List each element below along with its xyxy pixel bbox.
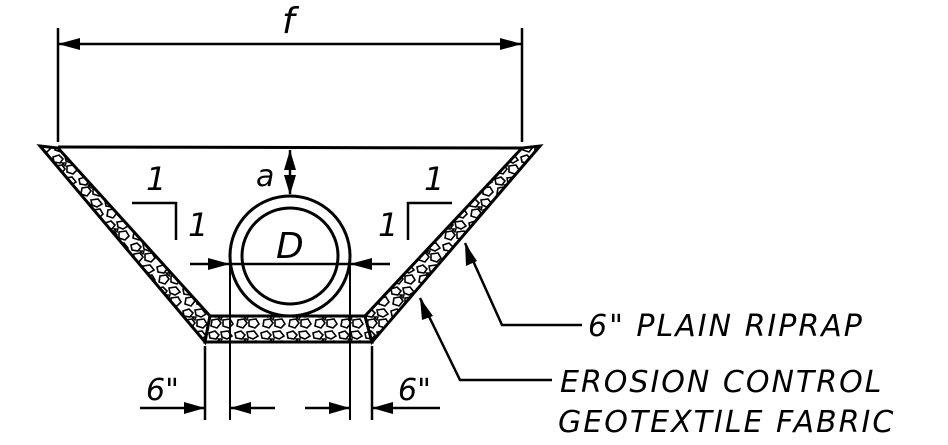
slope-left-run: 1	[188, 206, 208, 244]
dimension-D	[190, 258, 390, 270]
slope-right-run: 1	[378, 206, 398, 244]
dimension-f	[56, 28, 524, 142]
offset-right-label: 6"	[398, 373, 431, 408]
riprap-layer	[36, 144, 544, 346]
offset-right	[305, 346, 440, 420]
offset-left-label: 6"	[146, 373, 179, 408]
slope-left	[132, 201, 178, 240]
slope-left-rise: 1	[146, 160, 166, 198]
leader-fabric	[418, 297, 552, 382]
dimension-a-label: a	[256, 159, 274, 194]
callout-riprap: 6" PLAIN RIPRAP	[588, 309, 864, 344]
dimension-f-label: f	[282, 1, 300, 42]
leader-riprap	[463, 242, 582, 327]
offset-left	[140, 346, 275, 420]
slope-right-rise: 1	[424, 160, 444, 198]
dimension-D-label: D	[276, 226, 304, 267]
callout-fabric-line1: EROSION CONTROL	[560, 365, 883, 400]
slope-right	[406, 201, 452, 240]
dimension-a	[284, 150, 296, 195]
callout-fabric-line2: GEOTEXTILE FABRIC	[558, 405, 895, 440]
top-surface-line	[57, 145, 523, 150]
pipe	[228, 194, 352, 420]
